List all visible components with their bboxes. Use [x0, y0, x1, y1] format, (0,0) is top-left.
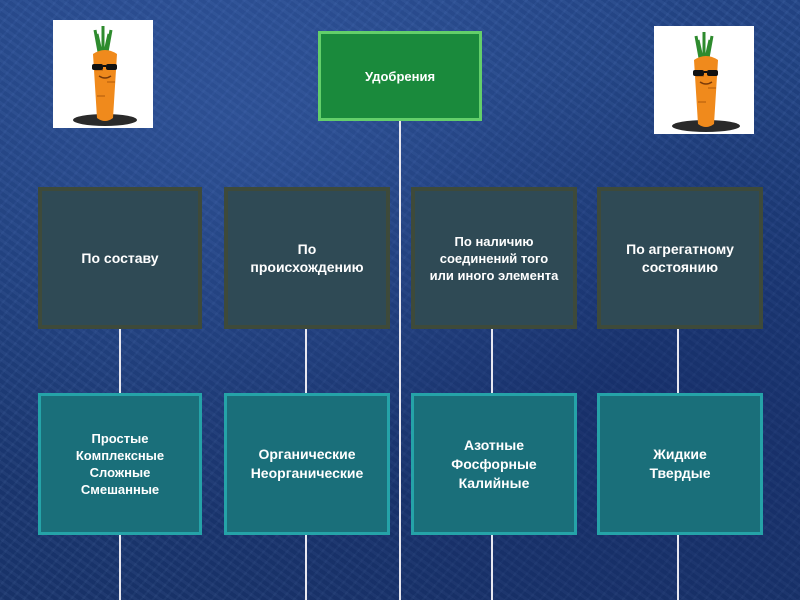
values-box-origin: Органические Неорганические: [224, 393, 390, 535]
category-title: По наличию соединений того или иного эле…: [429, 233, 559, 283]
category-title: По составу: [81, 250, 159, 266]
values-box-element: Азотные Фосфорные Калийные: [411, 393, 577, 535]
carrot-sunglasses-icon: [73, 26, 137, 126]
carrot-right-picture: [654, 26, 754, 134]
root-label: Удобрения: [364, 68, 436, 84]
values-box-state: Жидкие Твердые: [597, 393, 763, 535]
values-box-composition: Простые Комплексные Сложные Смешанные: [38, 393, 202, 535]
carrot-left-picture: [53, 20, 153, 128]
carrot-sunglasses-icon: [672, 32, 740, 132]
category-box-composition: По составу: [38, 187, 202, 329]
category-box-state: По агрегатному состоянию: [597, 187, 763, 329]
values-text: Простые Комплексные Сложные Смешанные: [75, 431, 165, 497]
category-box-origin: По происхождению: [224, 187, 390, 329]
values-text: Органические Неорганические: [250, 446, 364, 481]
values-text: Азотные Фосфорные Калийные: [451, 436, 537, 491]
category-box-element: По наличию соединений того или иного эле…: [411, 187, 577, 329]
category-title: По происхождению: [250, 241, 364, 275]
root-node: Удобрения: [318, 31, 482, 121]
root-connector-line: [399, 120, 401, 600]
values-text: Жидкие Твердые: [649, 446, 711, 481]
category-title: По агрегатному состоянию: [626, 241, 734, 275]
